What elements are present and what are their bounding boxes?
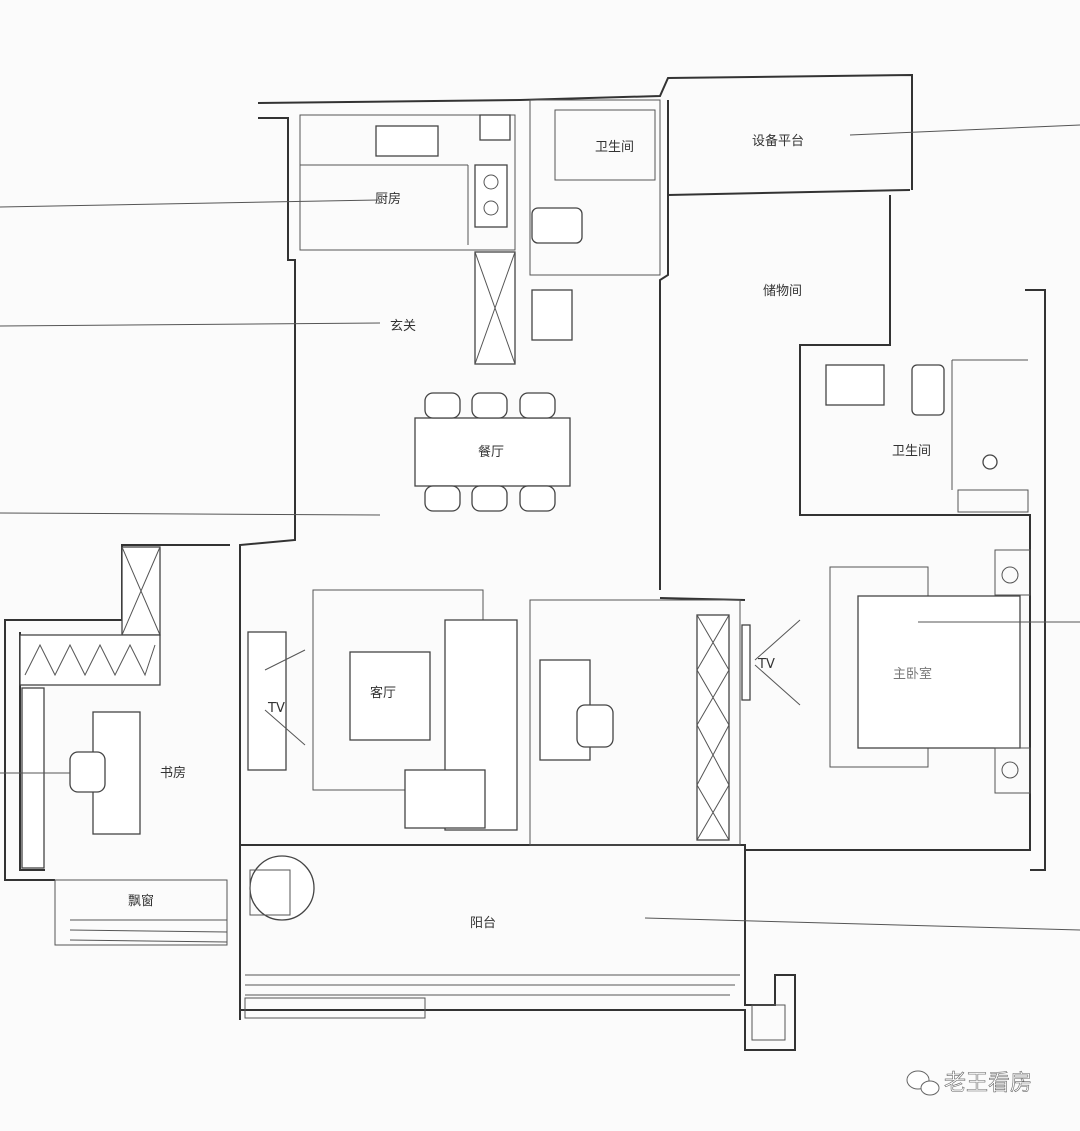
dining-table-icon	[414, 417, 571, 487]
watermark: 老王看房	[906, 1070, 1032, 1096]
room-label-master-bedroom: 主卧室	[893, 666, 932, 682]
washer-icon	[249, 855, 315, 921]
room-label-storage: 储物间	[763, 284, 802, 299]
fridge-icon	[479, 114, 511, 141]
shower-icon	[982, 454, 998, 470]
walls	[4, 73, 1046, 1051]
room-label-kitchen: 厨房	[375, 191, 401, 207]
bay-window: 飘窗	[54, 879, 228, 946]
tv-label-living: TV	[267, 701, 285, 716]
tv-label-bedroom: TV	[757, 657, 775, 672]
wardrobe-icon	[696, 614, 730, 841]
second-bedroom: TV	[529, 599, 801, 846]
balcony: 阳台	[244, 855, 786, 1041]
toilet-icon	[911, 364, 945, 416]
wechat-icon	[906, 1070, 940, 1096]
bathroom-1: 卫生间	[529, 99, 661, 341]
room-label-bathroom-1: 卫生间	[595, 140, 634, 155]
dining-set: 餐厅	[414, 392, 571, 512]
room-label-balcony: 阳台	[470, 916, 496, 931]
leader-lines	[0, 124, 1080, 931]
living-room: TV 客厅	[247, 589, 518, 831]
chair-icon	[576, 704, 614, 748]
study: 书房	[19, 546, 186, 869]
sink-icon	[375, 125, 439, 157]
tv-cabinet-icon	[247, 631, 287, 771]
wardrobe-icon	[19, 634, 161, 686]
bed-icon	[857, 595, 1021, 749]
kitchen: 厨房	[299, 114, 516, 365]
room-label-living: 客厅	[370, 685, 396, 701]
coffee-table-icon	[349, 651, 431, 741]
room-label-entrance: 玄关	[390, 319, 416, 334]
basin-icon	[825, 364, 885, 406]
watermark-text: 老王看房	[944, 1071, 1032, 1096]
toilet-icon	[531, 207, 583, 244]
room-label-bay-window: 飘窗	[128, 893, 154, 909]
room-label-bathroom-2: 卫生间	[892, 444, 931, 459]
room-label-study: 书房	[160, 765, 186, 781]
chair-icon	[69, 751, 106, 793]
master-bedroom: 主卧室	[829, 549, 1031, 794]
basin-icon	[531, 289, 573, 341]
stove-icon	[474, 164, 508, 228]
bathroom-2: 卫生间	[825, 359, 1029, 513]
room-label-dining: 餐厅	[478, 444, 504, 460]
room-label-equipment-platform: 设备平台	[752, 133, 804, 149]
